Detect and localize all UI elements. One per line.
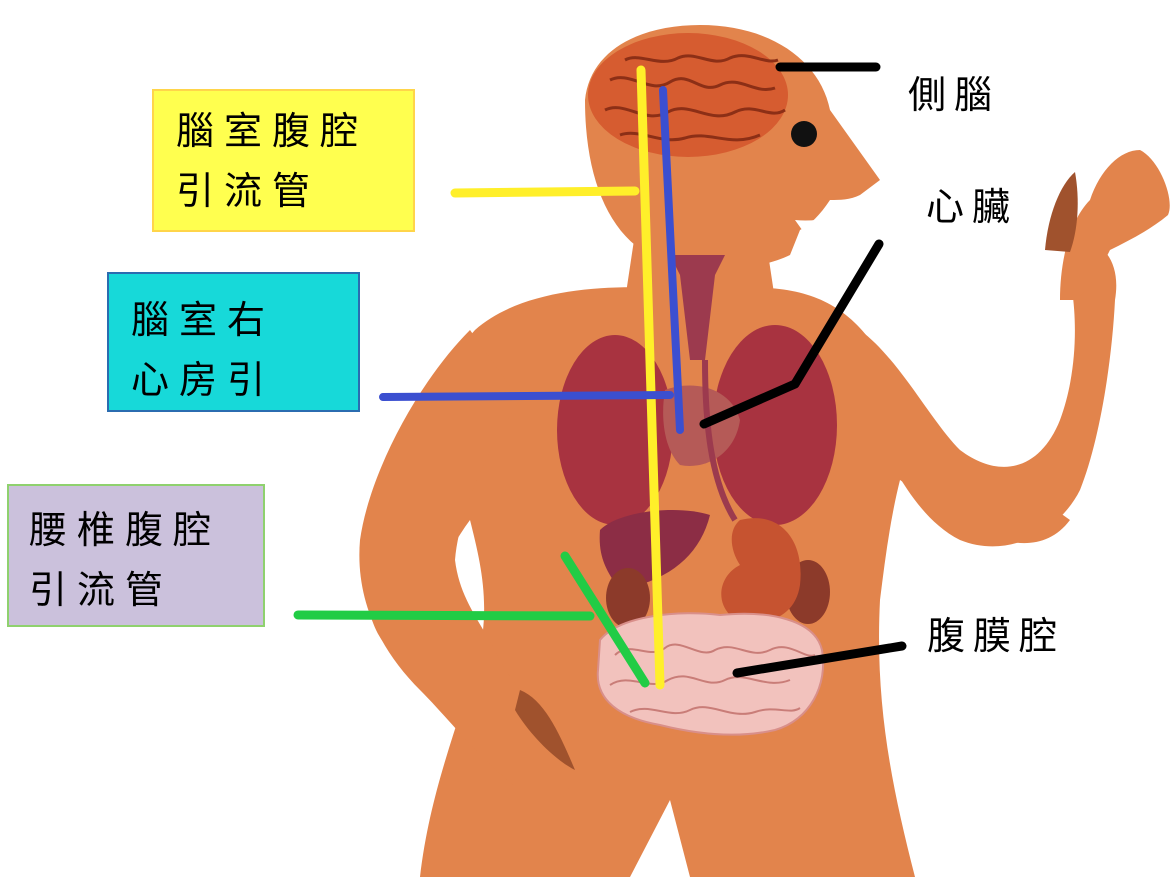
vp-shunt-label-box: 腦室腹腔 引流管 [152, 89, 415, 232]
peritoneum-label: 腹膜腔 [927, 605, 1065, 660]
eye [791, 121, 817, 147]
lp-shunt-label-line2: 引流管 [29, 560, 263, 620]
lp-shunt-label-box: 腰椎腹腔 引流管 [7, 484, 265, 627]
small-intestine [598, 613, 823, 734]
thumb [1045, 172, 1078, 252]
vp-shunt-label-line2: 引流管 [176, 161, 413, 221]
brain [588, 33, 788, 157]
va-shunt-label-box: 腦室右 心房引 [107, 272, 360, 412]
va-shunt-label-line2: 心房引 [131, 350, 358, 410]
lp-shunt-label-line1: 腰椎腹腔 [29, 500, 263, 560]
heart-label: 心臟 [926, 176, 1018, 231]
ventricle-label: 側腦 [908, 64, 1000, 119]
vp-shunt-label-line1: 腦室腹腔 [176, 101, 413, 161]
va-shunt-label-line1: 腦室右 [131, 290, 358, 350]
